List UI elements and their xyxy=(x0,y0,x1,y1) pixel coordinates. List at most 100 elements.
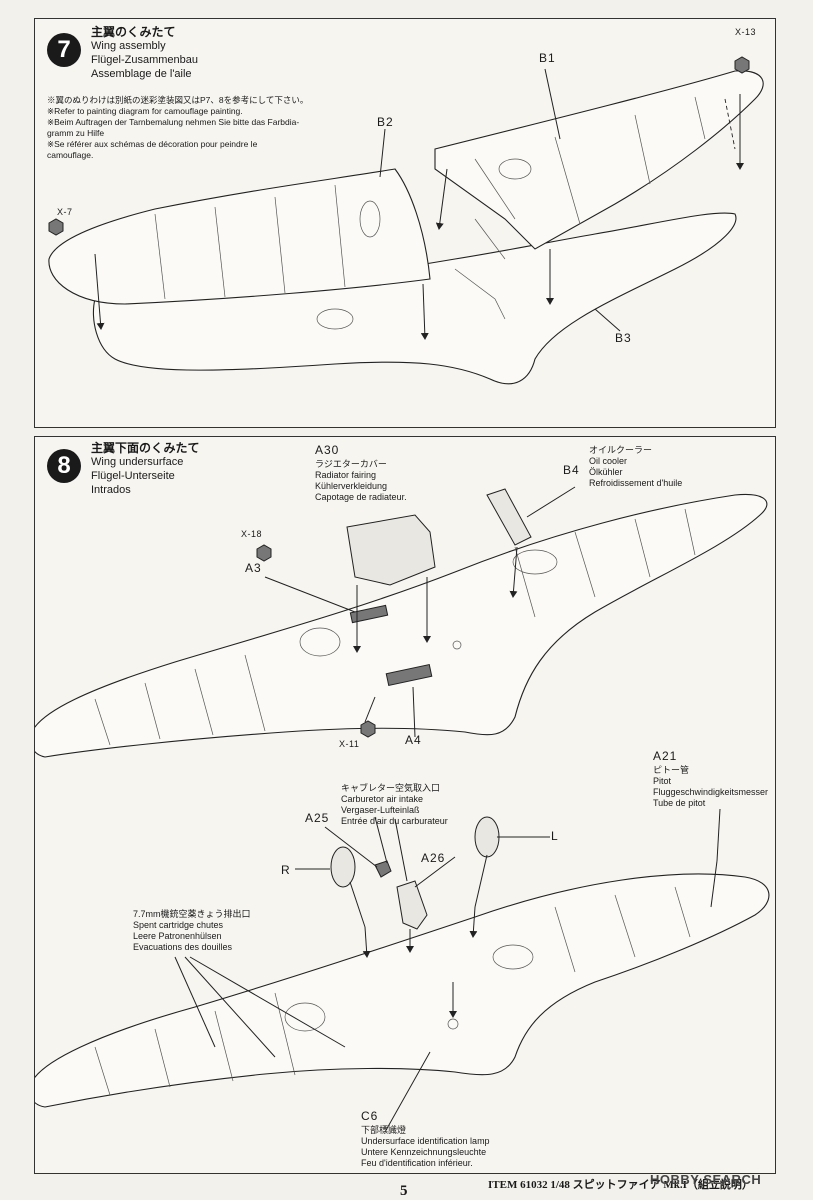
c6-fr: Feu d'identification inférieur. xyxy=(361,1158,473,1168)
upper-wing-right-b1 xyxy=(434,70,764,250)
a30-de: Kühlerverkleidung xyxy=(315,481,388,491)
step8-panel: 8 主翼下面のくみたて Wing undersurface Flügel-Unt… xyxy=(34,436,776,1174)
screw-x13-icon xyxy=(734,56,750,74)
label-a4: A4 xyxy=(405,733,422,747)
label-a3: A3 xyxy=(245,561,262,575)
step8-title-de: Flügel-Unterseite xyxy=(91,470,175,482)
label-x11: X-11 xyxy=(339,739,360,749)
watermark: HOBBY SEARCH xyxy=(650,1172,762,1187)
panel-lines xyxy=(154,96,706,330)
wing-assembly-diagram xyxy=(48,56,764,385)
arrow-b2-left xyxy=(94,253,105,330)
chutes-description: 7.7mm機銃空薬きょう排出口 Spent cartridge chutes L… xyxy=(133,909,251,953)
arrow-wheel-r xyxy=(362,926,371,958)
screw-x11-icon xyxy=(360,720,376,738)
a21-de: Fluggeschwindigkeitsmesser xyxy=(653,787,769,797)
upper-wing-details xyxy=(94,508,696,746)
label-x18: X-18 xyxy=(241,529,263,539)
label-x7: X-7 xyxy=(57,207,73,217)
step7-notes: ※翼のぬりわけは別紙の迷彩塗装図又はP7、8を参考にして下さい。 ※Refer … xyxy=(47,95,347,161)
note-line: gramm zu Hilfe xyxy=(47,128,105,138)
chutes-fr: Evacuations des douilles xyxy=(133,942,233,952)
page-number: 5 xyxy=(400,1183,408,1199)
screw-x18-icon xyxy=(256,544,272,562)
carb-de: Vergaser-Lufteinlaß xyxy=(341,805,420,815)
b4-de: Ölkühler xyxy=(589,467,623,477)
wheel-l xyxy=(474,816,500,858)
c6-en: Undersurface identification lamp xyxy=(361,1136,490,1146)
step7-title-jp: 主翼のくみたて xyxy=(91,25,176,39)
lower-wing-b3 xyxy=(92,212,737,385)
note-line: ※翼のぬりわけは別紙の迷彩塗装図又はP7、8を参考にして下さい。 xyxy=(47,95,309,105)
label-r: R xyxy=(281,863,291,877)
step7-title-fr: Assemblage de l'aile xyxy=(91,68,192,80)
note-line: ※Refer to painting diagram for camouflag… xyxy=(47,106,243,116)
b4-fr: Refroidissement d'huile xyxy=(589,478,683,488)
step7-title-de: Flügel-Zusammenbau xyxy=(91,54,198,66)
a21-jp: ピトー管 xyxy=(653,765,690,775)
step7-title-en: Wing assembly xyxy=(91,40,166,52)
step7-number: 7 xyxy=(47,33,81,67)
screw-x7-icon xyxy=(48,218,64,236)
carb-fr: Entrée d'air du carburateur xyxy=(341,816,448,826)
a30-en: Radiator fairing xyxy=(315,470,377,480)
note-line: camouflage. xyxy=(47,150,94,160)
wing-underside-lower xyxy=(35,873,770,1108)
chutes-en: Spent cartridge chutes xyxy=(133,920,224,930)
arrow-b2-right xyxy=(420,283,429,340)
carb-en: Carburetor air intake xyxy=(341,794,424,804)
part-a25 xyxy=(374,860,392,878)
step8-number: 8 xyxy=(47,449,81,483)
a30-description: ラジエターカバー Radiator fairing Kühlerverkleid… xyxy=(315,459,407,503)
lower-wing-details xyxy=(94,886,691,1096)
chutes-jp: 7.7mm機銃空薬きょう排出口 xyxy=(133,909,251,919)
part-a3 xyxy=(349,604,389,624)
chutes-de: Leere Patronenhülsen xyxy=(133,931,222,941)
a30-jp: ラジエターカバー xyxy=(315,459,387,469)
label-b3: B3 xyxy=(615,331,632,345)
step7-title: 主翼のくみたて Wing assembly Flügel-Zusammenbau… xyxy=(91,25,198,81)
b4-description: オイルクーラー Oil cooler Ölkühler Refroidissem… xyxy=(589,445,682,489)
a21-description: ピトー管 Pitot Fluggeschwindigkeitsmesser Tu… xyxy=(653,765,768,809)
b4-jp: オイルクーラー xyxy=(589,445,653,455)
step7-panel: 7 主翼のくみたて Wing assembly Flügel-Zusammenb… xyxy=(34,18,776,428)
a30-fr: Capotage de radiateur. xyxy=(315,492,407,502)
upper-wing-left-b2 xyxy=(48,168,431,305)
label-b2: B2 xyxy=(377,115,394,129)
arrow-b4 xyxy=(509,546,518,598)
carb-description: キャブレター空気取入口 Carburetor air intake Vergas… xyxy=(341,783,448,827)
pitot-a21 xyxy=(710,860,718,908)
arrow-b1-left xyxy=(435,168,448,230)
label-b4: B4 xyxy=(563,463,580,477)
note-line: ※Se référer aux schémas de décoration po… xyxy=(47,139,258,149)
label-a21: A21 xyxy=(653,749,678,763)
step8-title-fr: Intrados xyxy=(91,484,131,496)
label-a25: A25 xyxy=(305,811,330,825)
carb-jp: キャブレター空気取入口 xyxy=(341,783,441,793)
radiator-fairing-a30 xyxy=(346,514,436,586)
label-b1: B1 xyxy=(539,51,556,65)
part-a4 xyxy=(385,663,433,687)
oil-cooler-b4 xyxy=(486,488,532,546)
a21-en: Pitot xyxy=(653,776,672,786)
arrow-wheel-l xyxy=(469,906,478,938)
b4-en: Oil cooler xyxy=(589,456,628,466)
strut-l xyxy=(474,854,488,908)
carburetor-intake-a26 xyxy=(396,880,428,930)
label-a30: A30 xyxy=(315,443,340,457)
label-c6: C6 xyxy=(361,1109,379,1123)
step8-title-en: Wing undersurface xyxy=(91,456,184,468)
c6-description: 下部標識燈 Undersurface identification lamp U… xyxy=(361,1125,490,1169)
a21-fr: Tube de pitot xyxy=(653,798,706,808)
label-x13: X-13 xyxy=(735,27,757,37)
step8-title-jp: 主翼下面のくみたて xyxy=(91,441,200,455)
strut-r xyxy=(349,881,366,928)
note-line: ※Beim Auftragen der Tarnbemalung nehmen … xyxy=(47,117,300,127)
c6-jp: 下部標識燈 xyxy=(361,1125,407,1135)
step8-title: 主翼下面のくみたて Wing undersurface Flügel-Unter… xyxy=(91,441,199,497)
wheel-r xyxy=(330,846,356,888)
item-footer: ITEM 61032 1/48 スピットファイア Mk.I（組立説明） xyxy=(488,1179,753,1191)
label-a26: A26 xyxy=(421,851,446,865)
label-l: L xyxy=(551,829,559,843)
c6-de: Untere Kennzeichnungsleuchte xyxy=(361,1147,487,1157)
